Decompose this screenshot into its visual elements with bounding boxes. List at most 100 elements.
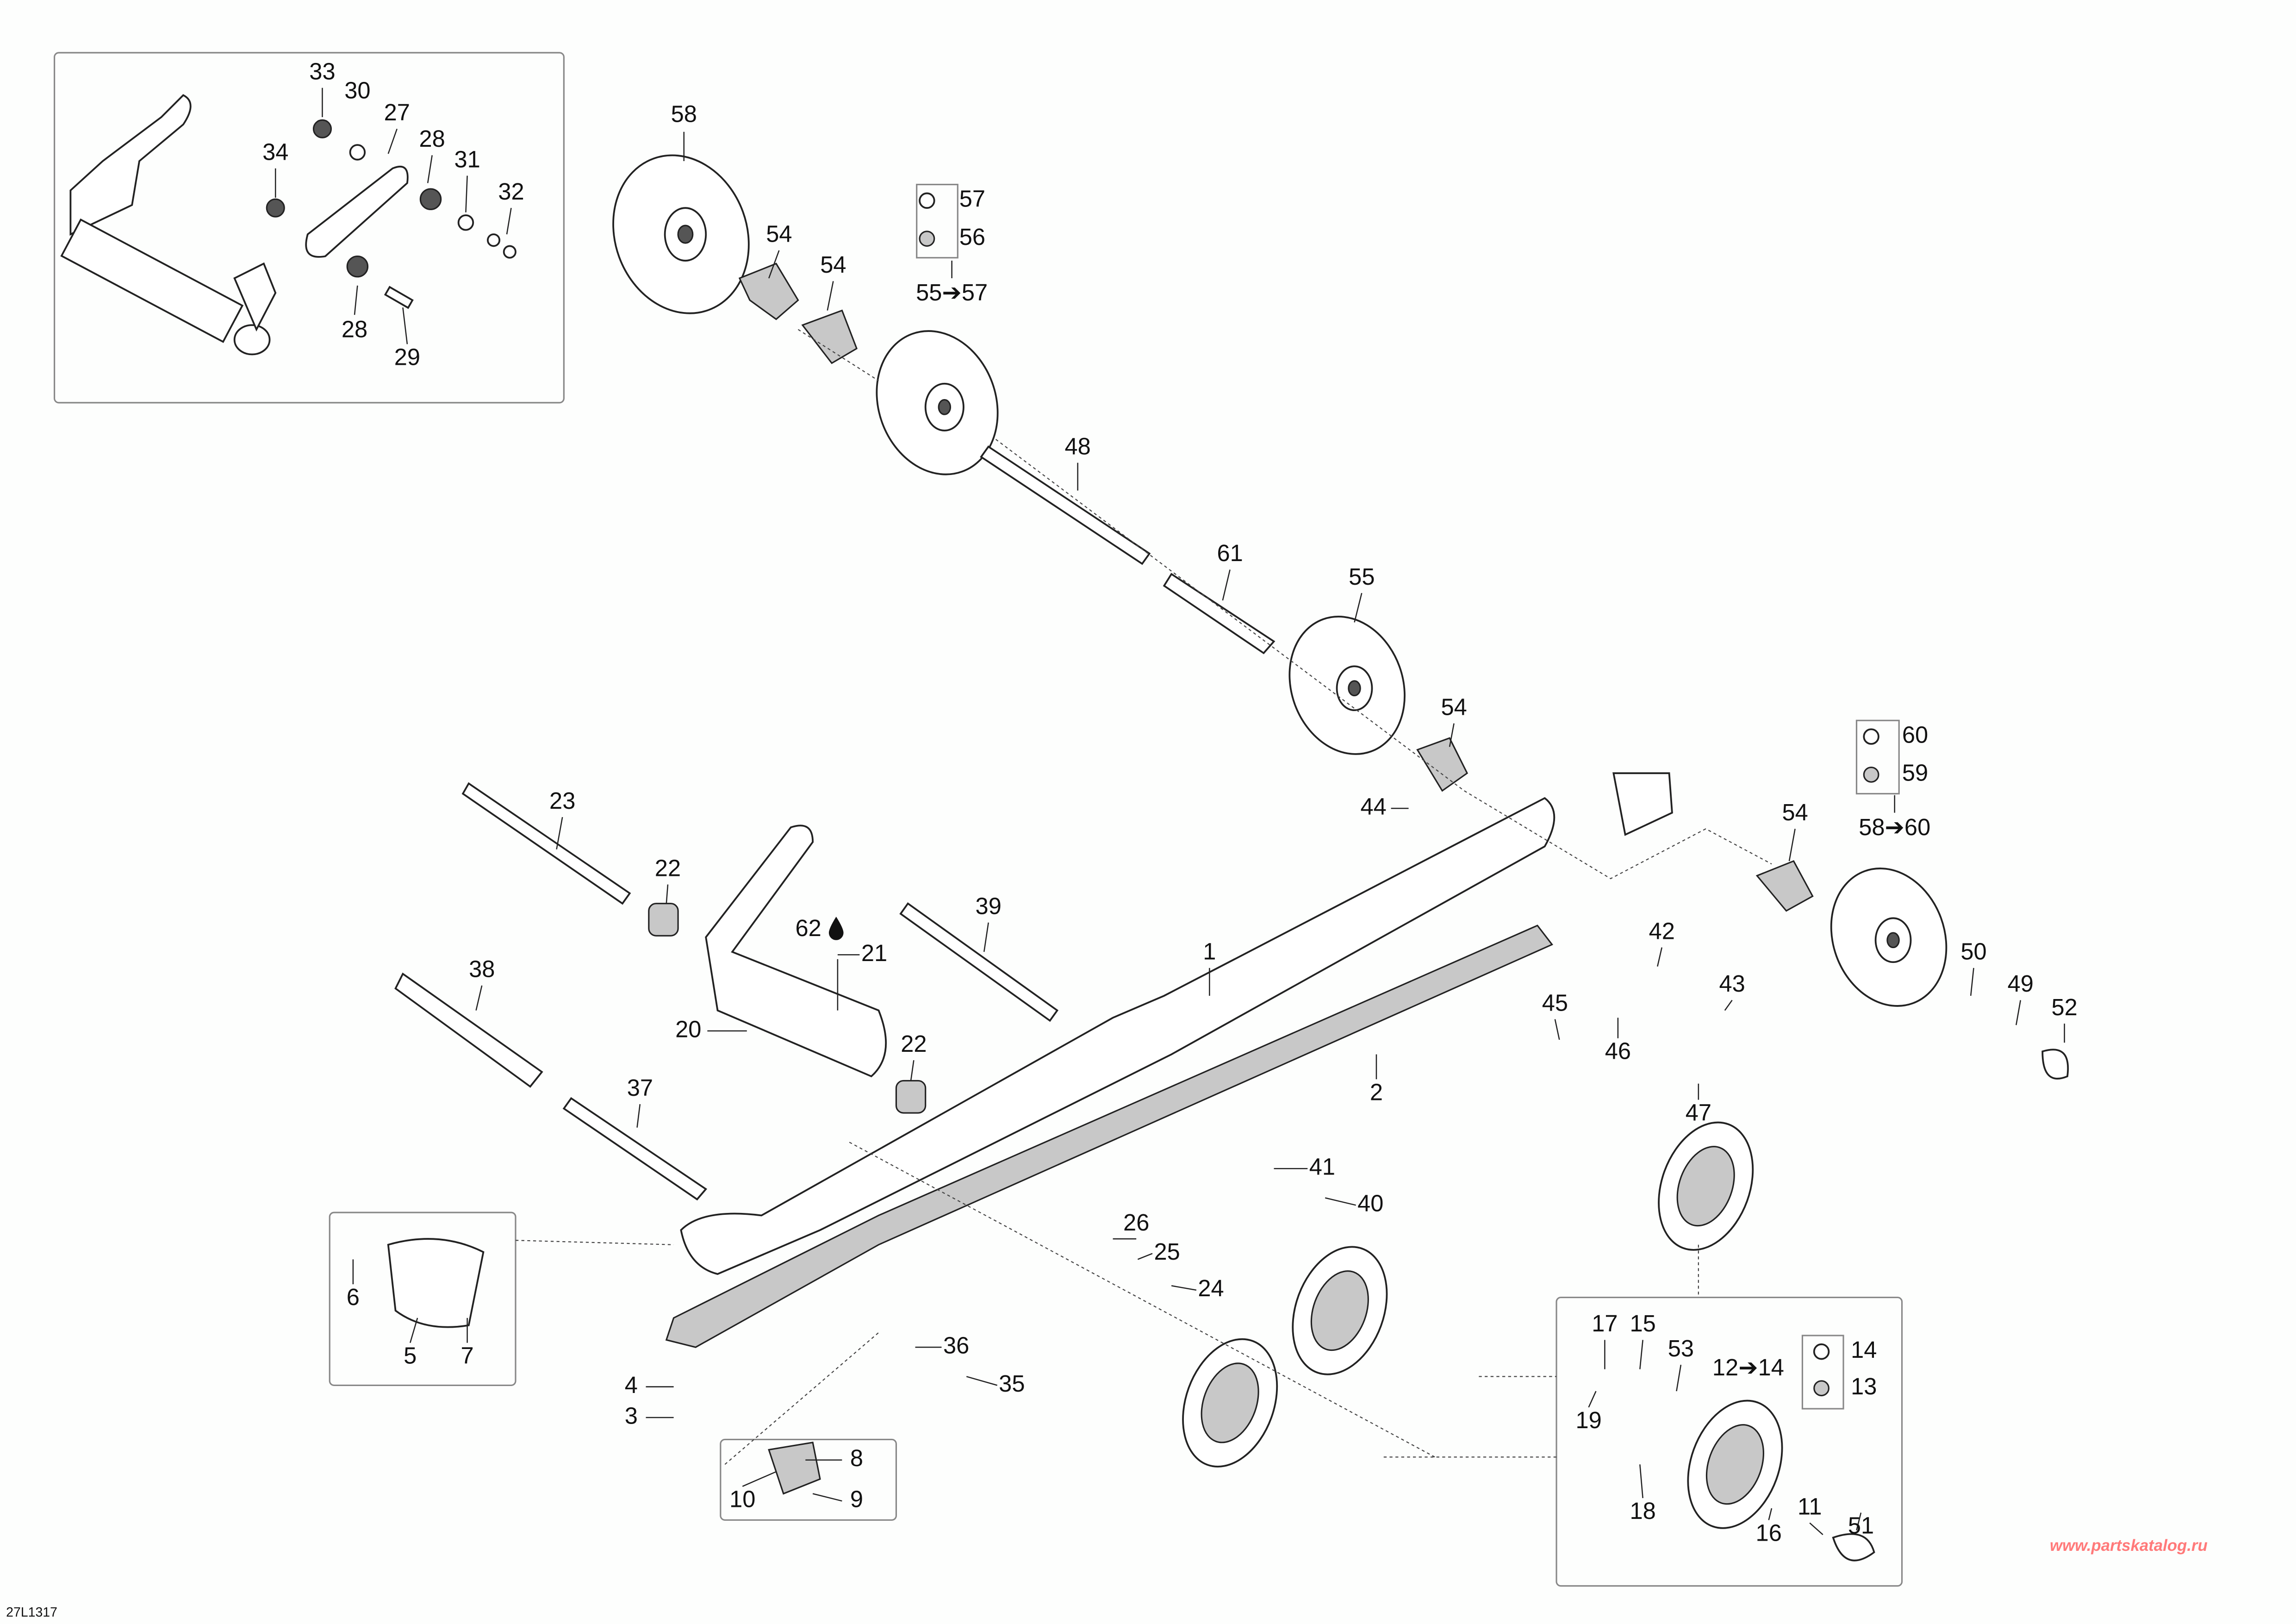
idler-wheel-58 xyxy=(612,154,750,314)
callout-29: 29 xyxy=(394,344,420,370)
callout-5: 5 xyxy=(404,1343,417,1369)
callout-50: 50 xyxy=(1960,938,1986,965)
callout-54: 54 xyxy=(1782,799,1808,825)
idler-wheel-58-right xyxy=(1830,868,1948,1007)
callout-4: 4 xyxy=(625,1372,638,1398)
callout-1: 1 xyxy=(1203,938,1216,965)
wheel-adapter-54 xyxy=(1755,860,1814,912)
callout-12-to-14: 12➔14 xyxy=(1712,1354,1784,1380)
callout-47: 47 xyxy=(1686,1099,1711,1126)
callout-59: 59 xyxy=(1902,760,1928,786)
callout-13: 13 xyxy=(1851,1373,1877,1399)
callout-10: 10 xyxy=(729,1486,755,1512)
callout-43: 43 xyxy=(1719,970,1745,997)
rear-arm-20 xyxy=(705,824,887,1078)
callout-20: 20 xyxy=(675,1016,701,1042)
callout-57: 57 xyxy=(959,186,985,212)
callout-11: 11 xyxy=(1798,1493,1822,1519)
wheel-adapter-54 xyxy=(738,262,799,320)
drop-icon xyxy=(828,917,844,940)
wheel-lower-mid xyxy=(1292,1246,1388,1375)
callout-62: 62 xyxy=(795,915,821,941)
callout-51: 51 xyxy=(1848,1512,1874,1539)
cap-51 xyxy=(1832,1533,1875,1562)
shaft-23 xyxy=(461,782,631,905)
wheel-adapter-54 xyxy=(1416,737,1468,792)
kit-box-58-60 xyxy=(1855,719,1900,795)
callout-42: 42 xyxy=(1649,918,1675,944)
slider-end-5 xyxy=(387,1238,485,1328)
callout-39: 39 xyxy=(976,893,1002,919)
callout-23: 23 xyxy=(549,787,575,814)
callout-28: 28 xyxy=(342,316,367,342)
callout-46: 46 xyxy=(1605,1038,1631,1064)
kit-box-55-57 xyxy=(916,183,958,259)
callout-3: 3 xyxy=(625,1402,638,1429)
callout-31: 31 xyxy=(454,146,480,172)
wheel-lower-right xyxy=(1658,1121,1754,1251)
callout-40: 40 xyxy=(1357,1190,1383,1217)
callout-58-to-60: 58➔60 xyxy=(1859,814,1930,840)
callout-34: 34 xyxy=(262,139,288,165)
callout-2: 2 xyxy=(1370,1079,1383,1105)
callout-17: 17 xyxy=(1592,1310,1618,1337)
callout-27: 27 xyxy=(384,99,410,125)
callout-6: 6 xyxy=(347,1284,360,1310)
reference-code: 27L1317 xyxy=(6,1605,57,1620)
rocker-arm-assembly xyxy=(60,94,516,356)
bracket-8 xyxy=(768,1441,821,1495)
callout-7: 7 xyxy=(461,1343,474,1369)
idler-wheel-55-top xyxy=(876,330,999,475)
callout-33: 33 xyxy=(309,58,335,85)
wheel-inset xyxy=(1687,1399,1783,1529)
bushing-22 xyxy=(895,1080,927,1114)
callout-58: 58 xyxy=(671,100,697,127)
callout-16: 16 xyxy=(1756,1519,1782,1546)
shaft-38 xyxy=(394,972,543,1088)
callout-55: 55 xyxy=(1349,563,1375,590)
wheel-adapter-54 xyxy=(801,309,858,364)
spacer-61 xyxy=(1163,573,1276,655)
callout-45: 45 xyxy=(1542,989,1568,1016)
callout-41: 41 xyxy=(1309,1154,1335,1180)
callout-54: 54 xyxy=(1441,693,1467,720)
callout-52: 52 xyxy=(2052,994,2078,1020)
callout-37: 37 xyxy=(627,1074,653,1101)
slider-2 xyxy=(665,924,1554,1348)
callout-56: 56 xyxy=(959,224,985,250)
watermark: www.partskatalog.ru xyxy=(2050,1537,2208,1555)
callout-15: 15 xyxy=(1630,1310,1656,1337)
slide-rail-1 xyxy=(680,797,1556,1275)
callout-36: 36 xyxy=(943,1332,969,1359)
callout-24: 24 xyxy=(1198,1275,1224,1301)
shaft-37 xyxy=(562,1097,708,1201)
cap-52 xyxy=(2041,1049,2069,1080)
callout-30: 30 xyxy=(344,77,370,104)
callout-9: 9 xyxy=(850,1486,863,1512)
bracket-42 xyxy=(1612,772,1673,836)
inset-slider-end xyxy=(329,1212,516,1386)
callout-28: 28 xyxy=(419,125,445,152)
callout-14: 14 xyxy=(1851,1337,1877,1363)
inset-rocker-arm xyxy=(54,52,565,404)
callout-54: 54 xyxy=(766,221,792,247)
callout-22: 22 xyxy=(655,855,681,881)
wheel-lower-left xyxy=(1182,1338,1278,1468)
callout-22: 22 xyxy=(901,1031,927,1057)
callout-61: 61 xyxy=(1217,540,1243,566)
inset-wheel-assembly xyxy=(1556,1297,1903,1587)
callout-18: 18 xyxy=(1630,1498,1656,1524)
callout-labels: 33 30 27 28 31 32 34 28 29 58 54 54 57 5… xyxy=(262,58,2078,1546)
kit-box-12-14 xyxy=(1801,1335,1844,1410)
callout-54: 54 xyxy=(820,251,846,278)
shaft-39 xyxy=(899,902,1059,1022)
bushing-22 xyxy=(648,903,679,937)
callout-26: 26 xyxy=(1123,1209,1149,1236)
callout-44: 44 xyxy=(1360,793,1386,819)
callout-35: 35 xyxy=(999,1370,1025,1397)
idler-wheel-55 xyxy=(1288,616,1406,755)
kit-ring-icons xyxy=(919,192,1879,1397)
inset-bracket xyxy=(720,1438,897,1521)
axle-48 xyxy=(980,445,1151,565)
